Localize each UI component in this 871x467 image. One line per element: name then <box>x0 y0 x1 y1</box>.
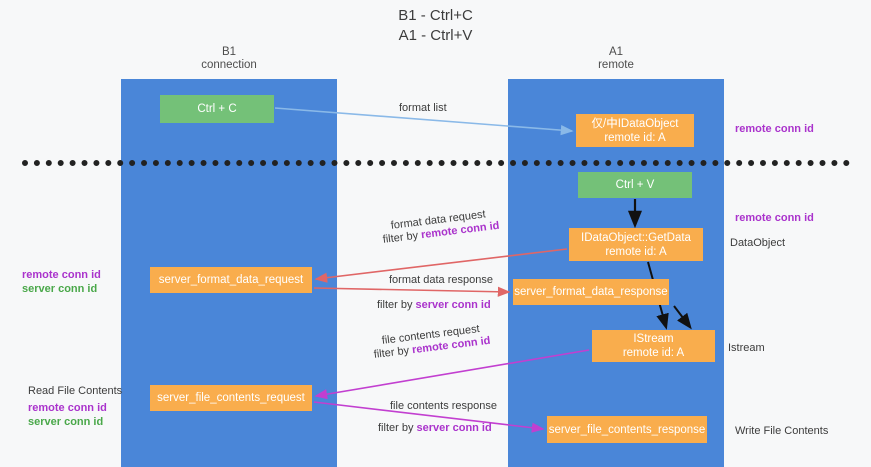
node-server-file-contents-response[interactable]: server_file_contents_response <box>547 416 707 443</box>
node-istream-line2: remote id: A <box>622 347 685 359</box>
node-server-file-contents-request[interactable]: server_file_contents_request <box>150 385 312 411</box>
page-title: B1 - Ctrl+C A1 - Ctrl+V <box>0 6 871 46</box>
edge-label-format-list: format list <box>399 102 447 114</box>
page-title-line-1: B1 - Ctrl+C <box>398 7 473 24</box>
node-ctrl-v[interactable]: Ctrl + V <box>578 172 692 198</box>
node-idataobject-getdata[interactable]: IDataObject::GetData remote id: A <box>569 228 703 261</box>
node-ctrl-c-label: Ctrl + C <box>197 103 237 115</box>
annotation-left-remote-conn-id-mid: remote conn id <box>22 269 101 281</box>
filter-prefix: filter by <box>378 422 417 434</box>
node-istream[interactable]: IStream remote id: A <box>592 330 715 362</box>
node-server-file-contents-response-label: server_file_contents_response <box>548 423 706 436</box>
edge-label-format-data-response: format data response <box>389 274 493 286</box>
filter-prefix: filter by <box>373 344 413 361</box>
edge-label-file-contents-response-filter: filter by server conn id <box>378 421 492 436</box>
node-server-format-data-request[interactable]: server_format_data_request <box>150 267 312 293</box>
node-server-format-data-response[interactable]: server_format_data_response <box>513 279 669 305</box>
node-idataobject-line2: remote id: A <box>604 131 666 144</box>
lane-header-a1-sub: remote <box>598 59 634 71</box>
annotation-left-conn-ids-mid: remote conn id server conn id <box>22 268 101 296</box>
annotation-left-conn-ids-bottom: remote conn id server conn id <box>28 401 107 429</box>
filter-prefix: filter by <box>382 229 422 246</box>
node-server-format-data-request-label: server_format_data_request <box>158 274 304 286</box>
lane-header-a1-name: A1 <box>608 46 624 58</box>
annotation-left-remote-conn-id-bottom: remote conn id <box>28 402 107 414</box>
lane-header-b1-name: B1 <box>221 46 237 58</box>
lane-header-b1: B1 connection <box>121 46 337 72</box>
node-server-format-data-response-label: server_format_data_response <box>514 286 668 298</box>
node-istream-line1: IStream <box>633 333 674 345</box>
annotation-read-file-contents: Read File Contents <box>28 385 123 397</box>
annotation-left-server-conn-id-mid: server conn id <box>22 283 98 295</box>
annotation-istream: Istream <box>728 342 765 354</box>
node-getdata-line2: remote id: A <box>605 245 667 258</box>
filter-prefix: filter by <box>377 299 416 311</box>
annotation-dataobject: DataObject <box>730 237 786 249</box>
filter-key-server-conn-id: server conn id <box>416 422 492 434</box>
node-getdata-line1: IDataObject::GetData <box>581 231 691 244</box>
annotation-left-server-conn-id-bottom: server conn id <box>28 416 104 428</box>
node-idataobject-line1: 仅/㆗IDataObject <box>591 117 679 130</box>
edge-label-format-data-response-filter: filter by server conn id <box>377 298 491 313</box>
annotation-remote-conn-id-top: remote conn id <box>735 123 814 135</box>
lane-header-a1: A1 remote <box>508 46 724 72</box>
phase-divider <box>22 160 850 166</box>
page-title-line-2: A1 - Ctrl+V <box>398 27 473 44</box>
node-ctrl-c[interactable]: Ctrl + C <box>160 95 274 123</box>
lane-header-b1-sub: connection <box>201 59 257 71</box>
annotation-write-file-contents: Write File Contents <box>735 425 829 437</box>
edge-label-file-contents-response: file contents response <box>390 400 498 412</box>
node-ctrl-v-label: Ctrl + V <box>615 179 655 191</box>
filter-key-server-conn-id: server conn id <box>415 299 491 311</box>
node-idataobject[interactable]: 仅/㆗IDataObject remote id: A <box>576 114 694 147</box>
annotation-remote-conn-id-mid: remote conn id <box>735 212 814 224</box>
node-server-file-contents-request-label: server_file_contents_request <box>157 392 305 404</box>
